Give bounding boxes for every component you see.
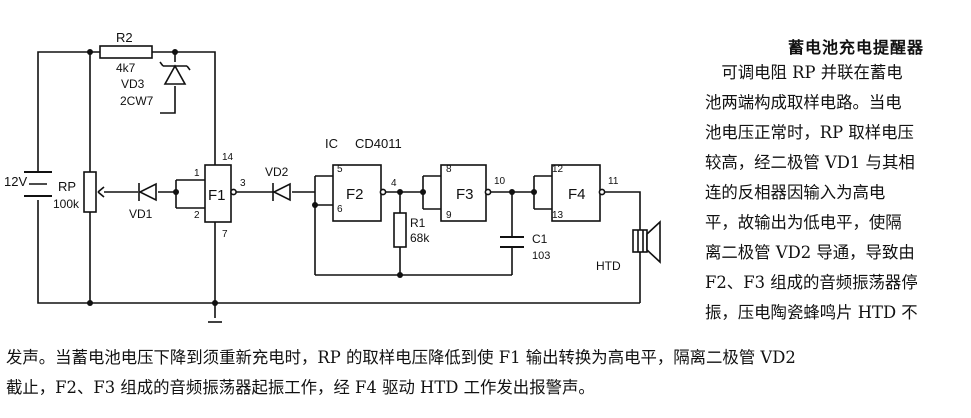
ic-model: CD4011 xyxy=(355,136,402,151)
r1-label: R1 xyxy=(410,216,426,230)
gate-f1 xyxy=(204,164,232,223)
pin-11: 11 xyxy=(608,176,619,187)
pin-6: 6 xyxy=(337,204,343,215)
side-line-6: 平，故输出为低电平，使隔 xyxy=(705,213,902,232)
battery-symbol xyxy=(24,171,52,197)
r2-resistor xyxy=(99,45,153,59)
pin-8: 8 xyxy=(446,164,452,175)
pin-10: 10 xyxy=(494,176,506,187)
f3-label: F3 xyxy=(456,186,474,203)
vd2-label: VD2 xyxy=(265,165,289,179)
side-line-1: 可调电阻 RP 并联在蓄电 xyxy=(705,63,903,82)
htd-buzzer-icon xyxy=(632,220,661,264)
htd-label: HTD xyxy=(596,259,621,273)
pin-9: 9 xyxy=(446,210,452,221)
c1-capacitor xyxy=(500,236,524,248)
vd1-diode xyxy=(138,182,157,202)
vd3-zener-diode xyxy=(159,61,191,85)
pin-2: 2 xyxy=(194,210,200,221)
side-line-7: 离二极管 VD2 导通，导致由 xyxy=(705,243,915,262)
pin-12: 12 xyxy=(552,164,564,175)
c1-value: 103 xyxy=(532,250,550,262)
side-line-3: 池电压正常时，RP 取样电压 xyxy=(705,123,914,142)
f4-label: F4 xyxy=(568,186,586,203)
vd2-diode xyxy=(272,182,291,202)
side-line-2: 池两端构成取样电路。当电 xyxy=(705,93,902,112)
gate-f2 xyxy=(332,164,382,222)
r2-value: 4k7 xyxy=(116,61,136,75)
pin-13: 13 xyxy=(552,210,564,221)
pin-4: 4 xyxy=(391,178,397,189)
r1-value: 68k xyxy=(410,231,430,245)
c1-label: C1 xyxy=(532,232,548,246)
vd3-label: VD3 xyxy=(121,77,145,91)
article-title: 蓄电池充电提醒器 xyxy=(788,38,925,57)
r2-label: R2 xyxy=(116,30,133,45)
side-line-4: 较高，经二极管 VD1 与其相 xyxy=(705,153,915,172)
pin-14: 14 xyxy=(222,152,234,163)
ic-label: IC xyxy=(325,136,338,151)
side-line-8: F2、F3 组成的音频振荡器停 xyxy=(705,273,918,292)
pin-7: 7 xyxy=(222,229,228,240)
f2-label: F2 xyxy=(346,186,364,203)
r1-resistor xyxy=(393,212,407,248)
vd3-value: 2CW7 xyxy=(120,94,154,108)
circuit-diagram: R2 4k7 VD3 2CW7 12V RP 100k VD1 VD2 IC C… xyxy=(4,30,661,323)
junction-dots xyxy=(87,49,537,306)
vd1-label: VD1 xyxy=(129,207,153,221)
rp-potentiometer xyxy=(83,171,105,213)
body-line-1: 发声。当蓄电池电压下降到须重新充电时，RP 的取样电压降低到使 F1 输出转换为… xyxy=(6,348,796,367)
pin-numbers: 1 2 3 4 5 6 7 8 9 10 11 12 13 14 xyxy=(194,152,619,240)
body-line-2: 截止，F2、F3 组成的音频振荡器起振工作，经 F4 驱动 HTD 工作发出报警… xyxy=(6,378,595,397)
gate-f3 xyxy=(440,164,487,222)
side-line-9: 振，压电陶瓷蜂鸣片 HTD 不 xyxy=(705,303,918,322)
rp-value: 100k xyxy=(53,197,80,211)
battery-label: 12V xyxy=(4,174,27,189)
pin-3: 3 xyxy=(240,178,246,189)
rp-label: RP xyxy=(58,179,76,194)
pin-5: 5 xyxy=(337,164,343,175)
pin-1: 1 xyxy=(194,168,200,179)
side-line-5: 连的反相器因输入为高电 xyxy=(705,183,886,202)
f1-label: F1 xyxy=(208,187,226,204)
